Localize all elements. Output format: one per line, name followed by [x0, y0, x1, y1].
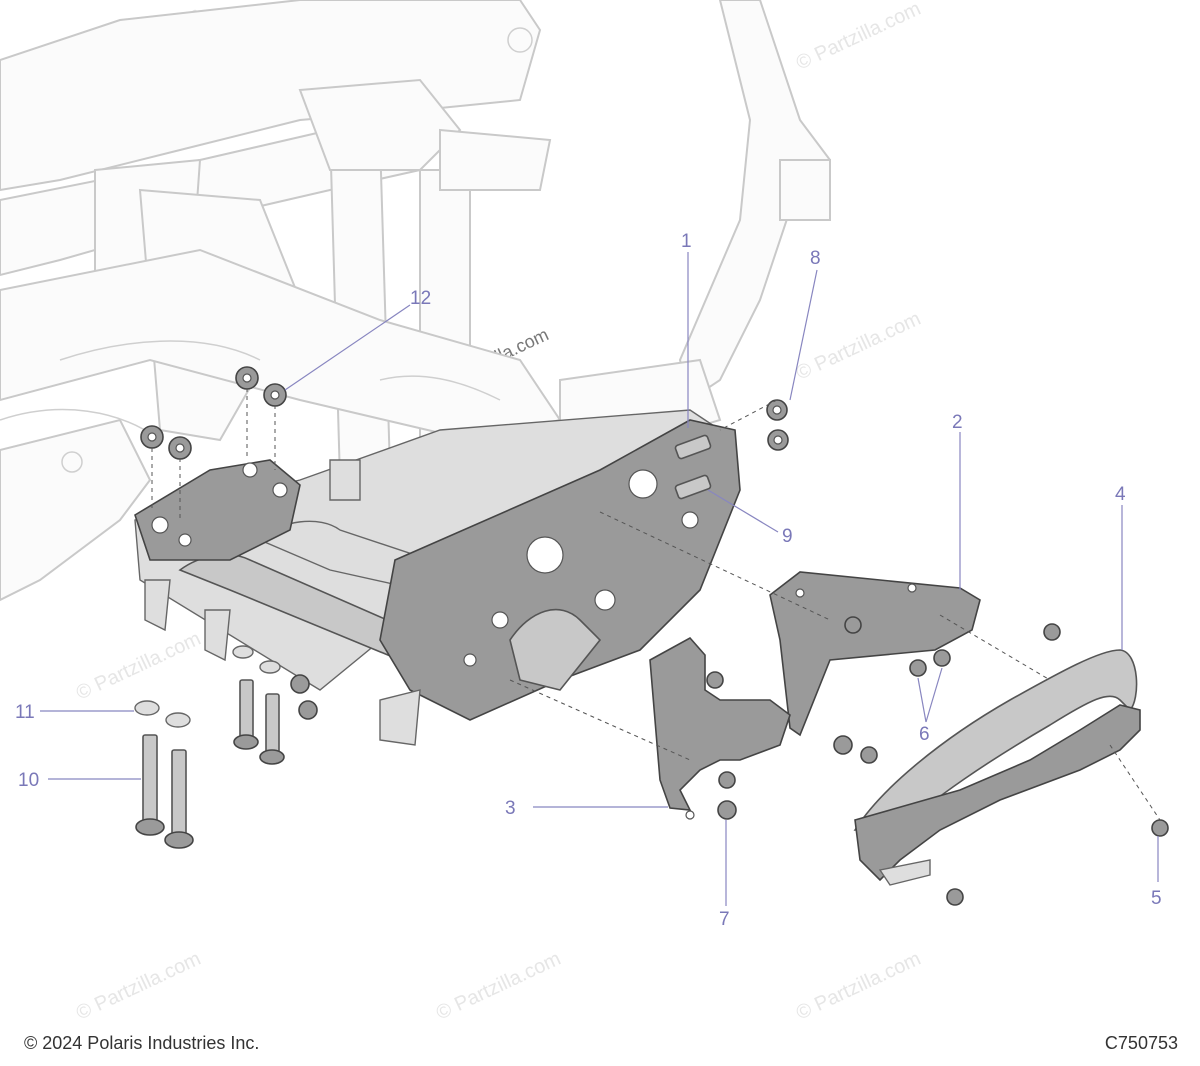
front-crossmember — [134, 409, 741, 746]
bolt-10a — [135, 734, 165, 836]
watermark: © Partzilla.com — [793, 308, 924, 385]
watermark: © Partzilla.com — [73, 948, 204, 1025]
callout-labels: 1 2 3 4 5 6 7 8 9 10 11 12 — [15, 231, 1162, 930]
watermark: © Partzilla.com — [793, 0, 924, 75]
leader-lines — [40, 252, 1159, 906]
bolt-10d — [259, 693, 285, 765]
callout-9: 9 — [782, 526, 793, 547]
diagram-code: C750753 — [1104, 1033, 1178, 1053]
callout-12: 12 — [410, 288, 431, 309]
flange-nut-12d — [168, 436, 192, 460]
callout-10: 10 — [18, 770, 39, 791]
copyright-notice: © 2024 Polaris Industries Inc. — [24, 1033, 260, 1053]
watermark: © Partzilla.com — [433, 948, 564, 1025]
flange-nut-12c — [140, 425, 164, 449]
flange-nut-8b — [767, 429, 789, 451]
front-bumper-tube — [853, 649, 1141, 886]
callout-8: 8 — [810, 248, 821, 269]
callout-4: 4 — [1115, 484, 1126, 505]
assembly-lines — [151, 388, 1161, 821]
watermark: © Partzilla.com — [73, 628, 204, 705]
callout-11: 11 — [15, 702, 35, 723]
bolt-10c — [233, 679, 259, 750]
flange-nut-12a — [235, 366, 259, 390]
callout-5: 5 — [1151, 888, 1162, 909]
callout-6: 6 — [919, 724, 930, 745]
flange-nut-8a — [766, 399, 788, 421]
chassis-frame — [0, 0, 831, 602]
flange-nut-12b — [263, 383, 287, 407]
bolt-10b — [164, 749, 194, 849]
callout-1: 1 — [681, 231, 692, 252]
callout-7: 7 — [719, 909, 730, 930]
callout-3: 3 — [505, 798, 516, 819]
fasteners — [134, 366, 1169, 906]
watermark: © Partzilla.com — [793, 948, 924, 1025]
right-bracket — [769, 571, 981, 737]
callout-2: 2 — [952, 412, 963, 433]
left-bracket — [649, 636, 791, 820]
